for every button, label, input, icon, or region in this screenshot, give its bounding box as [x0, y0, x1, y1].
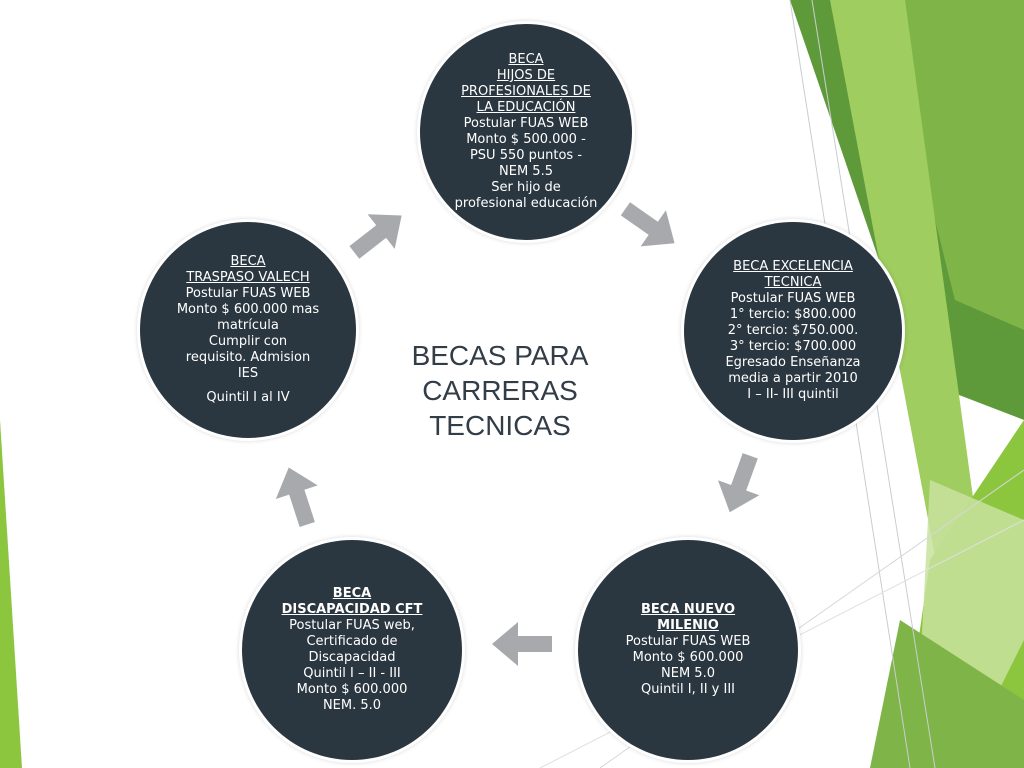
node-heading-line: PROFESIONALES DE — [461, 84, 591, 99]
node-text-line: Monto $ 600.000 mas — [176, 302, 320, 317]
node-heading-line: MILENIO — [657, 618, 719, 633]
node-heading-line: BECA — [332, 586, 372, 601]
node-text-line: Postular FUAS WEB — [185, 286, 311, 301]
node-heading-line: LA EDUCACIÓN — [476, 100, 576, 115]
flow-arrow-icon — [349, 214, 402, 259]
node-beca-nuevo-milenio: BECA NUEVO MILENIO Postular FUAS WEB Mon… — [578, 540, 798, 760]
node-text-line: 1° tercio: $800.000 — [729, 307, 857, 322]
node-text-line: Monto $ 600.000 — [296, 682, 408, 697]
node-text-line: 3° tercio: $700.000 — [729, 339, 857, 354]
node-heading-line: TECNICA — [764, 275, 822, 290]
node-heading-line: HIJOS DE — [496, 68, 556, 83]
node-text-line: 2° tercio: $750.000. — [727, 323, 859, 338]
node-beca-discapacidad-cft: BECA DISCAPACIDAD CFT Postular FUAS web,… — [242, 540, 462, 760]
node-beca-excelencia-tecnica: BECA EXCELENCIA TECNICA Postular FUAS WE… — [684, 222, 902, 440]
node-text-line: Postular FUAS WEB — [730, 291, 856, 306]
node-text-line: Quintil I, II y III — [640, 682, 735, 697]
node-beca-traspaso-valech: BECA TRASPASO VALECH Postular FUAS WEB M… — [140, 222, 356, 438]
node-text-line: PSU 550 puntos - — [469, 148, 583, 163]
node-heading-line: BECA NUEVO — [640, 602, 736, 617]
node-heading-line: TRASPASO VALECH — [186, 270, 310, 285]
node-heading-line: DISCAPACIDAD CFT — [281, 602, 423, 617]
node-text-line: Quintil I al IV — [206, 390, 290, 405]
flow-arrow-icon — [492, 622, 552, 666]
node-beca-hijos-profesionales: BECA HIJOS DE PROFESIONALES DE LA EDUCAC… — [420, 24, 632, 240]
node-text-line: I – II- III quintil — [747, 387, 839, 402]
node-text-line: Cumplir con — [208, 334, 288, 349]
node-text-line: Monto $ 500.000 - — [466, 132, 586, 147]
node-text-line: matrícula — [217, 318, 279, 333]
node-text-line: Postular FUAS web, — [289, 618, 415, 633]
node-text-line: Discapacidad — [308, 650, 396, 665]
node-heading-line: BECA — [508, 52, 544, 67]
node-text-line: Quintil I – II - III — [303, 666, 401, 681]
node-text-line: NEM 5.5 — [499, 164, 553, 179]
node-text-line: media a partir 2010 — [728, 371, 858, 386]
flow-arrow-icon — [275, 467, 318, 528]
node-heading-line: BECA — [230, 254, 266, 269]
node-text-line: Certificado de — [306, 634, 398, 649]
node-text-line: Postular FUAS WEB — [463, 116, 589, 131]
node-text-line: Egresado Enseñanza — [725, 355, 861, 370]
node-text-line: NEM 5.0 — [661, 666, 715, 681]
green-strip-left — [0, 420, 22, 768]
node-text-line: Postular FUAS WEB — [625, 634, 751, 649]
flow-arrow-icon — [620, 202, 675, 247]
title-line: TECNICAS — [429, 410, 571, 441]
node-text-line: profesional educación — [454, 196, 598, 211]
node-text-line: IES — [237, 366, 259, 381]
node-text-line: NEM. 5.0 — [322, 698, 382, 713]
node-text-line: Ser hijo de — [491, 180, 561, 195]
title-line: BECAS PARA — [411, 340, 589, 371]
green-sliver-lower — [870, 620, 1024, 768]
node-heading-line: BECA EXCELENCIA — [733, 259, 853, 274]
diagram-title: BECAS PARA CARRERAS TECNICAS — [370, 338, 630, 443]
node-text-line: requisito. Admision — [185, 350, 311, 365]
title-line: CARRERAS — [422, 375, 578, 406]
flow-arrow-icon — [717, 453, 760, 513]
node-text-line: Monto $ 600.000 — [632, 650, 744, 665]
